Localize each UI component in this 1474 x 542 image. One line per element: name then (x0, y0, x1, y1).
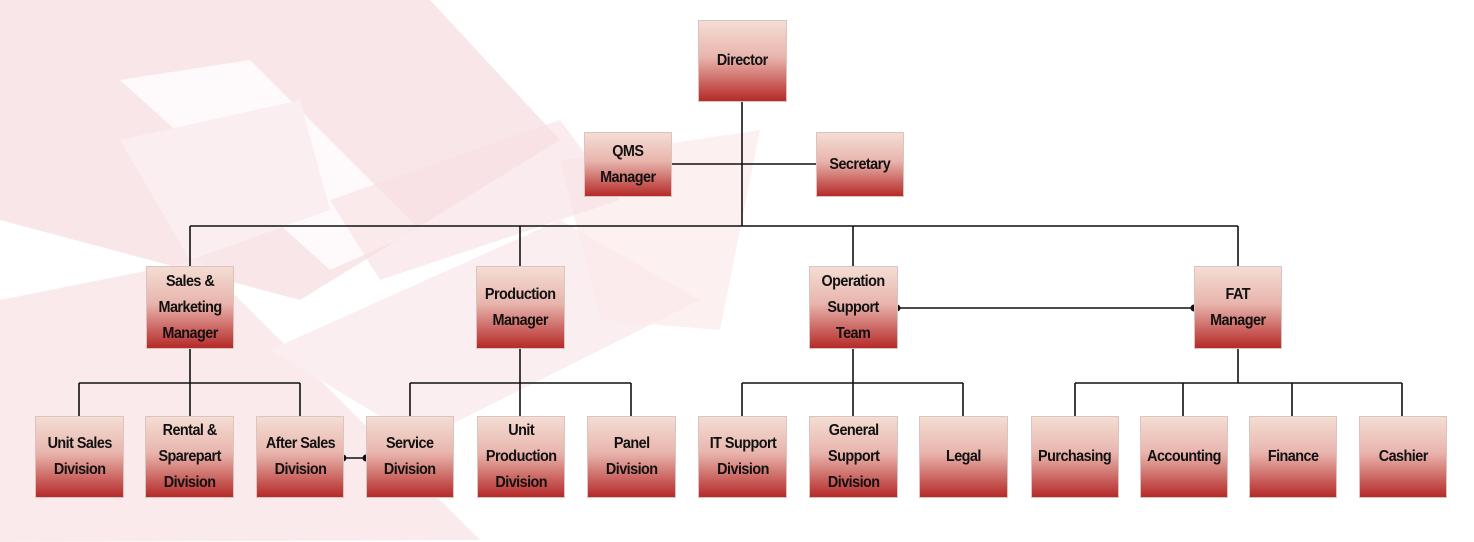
node-fat-manager: FAT Manager (1194, 266, 1282, 349)
node-sales-marketing-manager: Sales & Marketing Manager (146, 266, 234, 349)
node-unit-production-division: Unit Production Division (477, 416, 565, 498)
node-rental-sparepart-division: Rental & Sparepart Division (145, 416, 234, 498)
node-director: Director (698, 20, 787, 102)
node-cashier: Cashier (1359, 416, 1447, 498)
node-service-division: Service Division (366, 416, 454, 498)
node-after-sales-division: After Sales Division (256, 416, 344, 498)
node-it-support-division: IT Support Division (698, 416, 787, 498)
node-qms-manager: QMS Manager (584, 132, 672, 197)
node-legal: Legal (919, 416, 1008, 498)
node-general-support-division: General Support Division (809, 416, 898, 498)
node-production-manager: Production Manager (476, 266, 565, 349)
node-secretary: Secretary (816, 132, 904, 197)
node-purchasing: Purchasing (1031, 416, 1119, 498)
node-finance: Finance (1249, 416, 1337, 498)
node-accounting: Accounting (1140, 416, 1228, 498)
node-operation-support-team: Operation Support Team (809, 266, 898, 349)
node-panel-division: Panel Division (587, 416, 676, 498)
node-unit-sales-division: Unit Sales Division (35, 416, 124, 498)
